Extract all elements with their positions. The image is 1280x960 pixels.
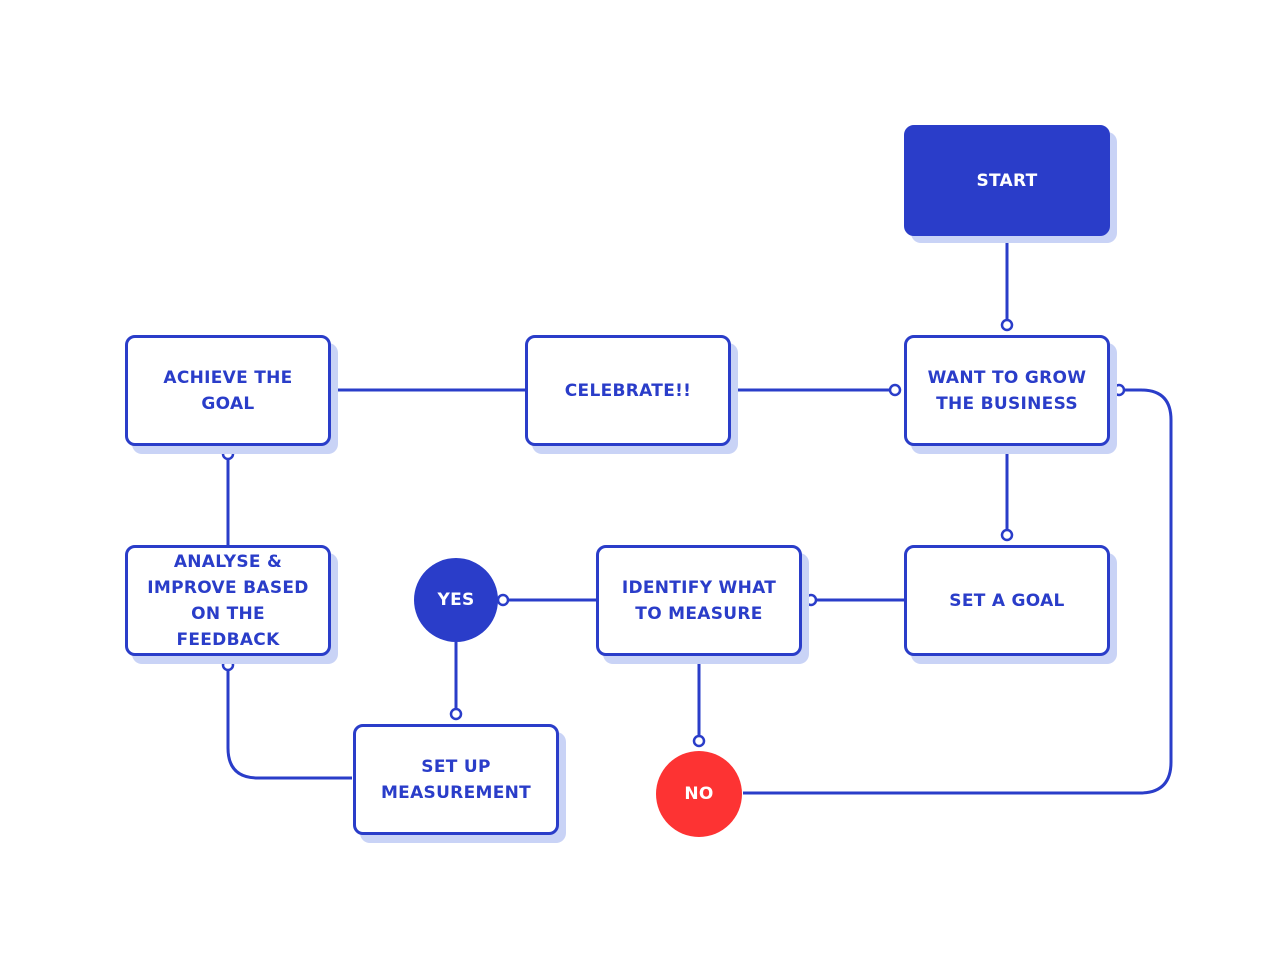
arrow-endpoint-grow-left xyxy=(888,383,902,397)
set-goal-node: SET A GOAL xyxy=(904,545,1110,656)
no-decision: NO xyxy=(656,751,742,837)
arrow-endpoint-grow-right xyxy=(1112,383,1126,397)
arrow-endpoint-identify-right xyxy=(804,593,818,607)
arrow-endpoint-yes-right xyxy=(496,593,510,607)
yes-decision: YES xyxy=(414,558,498,642)
set-up-measurement-node: SET UP MEASUREMENT xyxy=(353,724,559,835)
identify-measure-node: IDENTIFY WHAT TO MEASURE xyxy=(596,545,802,656)
arrow-endpoint-measurement-top xyxy=(449,707,463,721)
arrow-endpoint-analyse-bottom xyxy=(221,658,235,672)
start-node: START xyxy=(904,125,1110,236)
analyse-improve-node: ANALYSE & IMPROVE BASED ON THE FEEDBACK xyxy=(125,545,331,656)
achieve-goal-node: ACHIEVE THE GOAL xyxy=(125,335,331,446)
celebrate-node: CELEBRATE!! xyxy=(525,335,731,446)
want-to-grow-node: WANT TO GROW THE BUSINESS xyxy=(904,335,1110,446)
arrow-endpoint-grow-top xyxy=(1000,318,1014,332)
arrow-endpoint-achieve-bottom xyxy=(221,447,235,461)
connector-no-to-grow xyxy=(743,388,1173,795)
arrow-endpoint-no-top xyxy=(692,734,706,748)
arrow-endpoint-goal-top xyxy=(1000,528,1014,542)
connector-measurement-to-analyse xyxy=(226,670,352,780)
